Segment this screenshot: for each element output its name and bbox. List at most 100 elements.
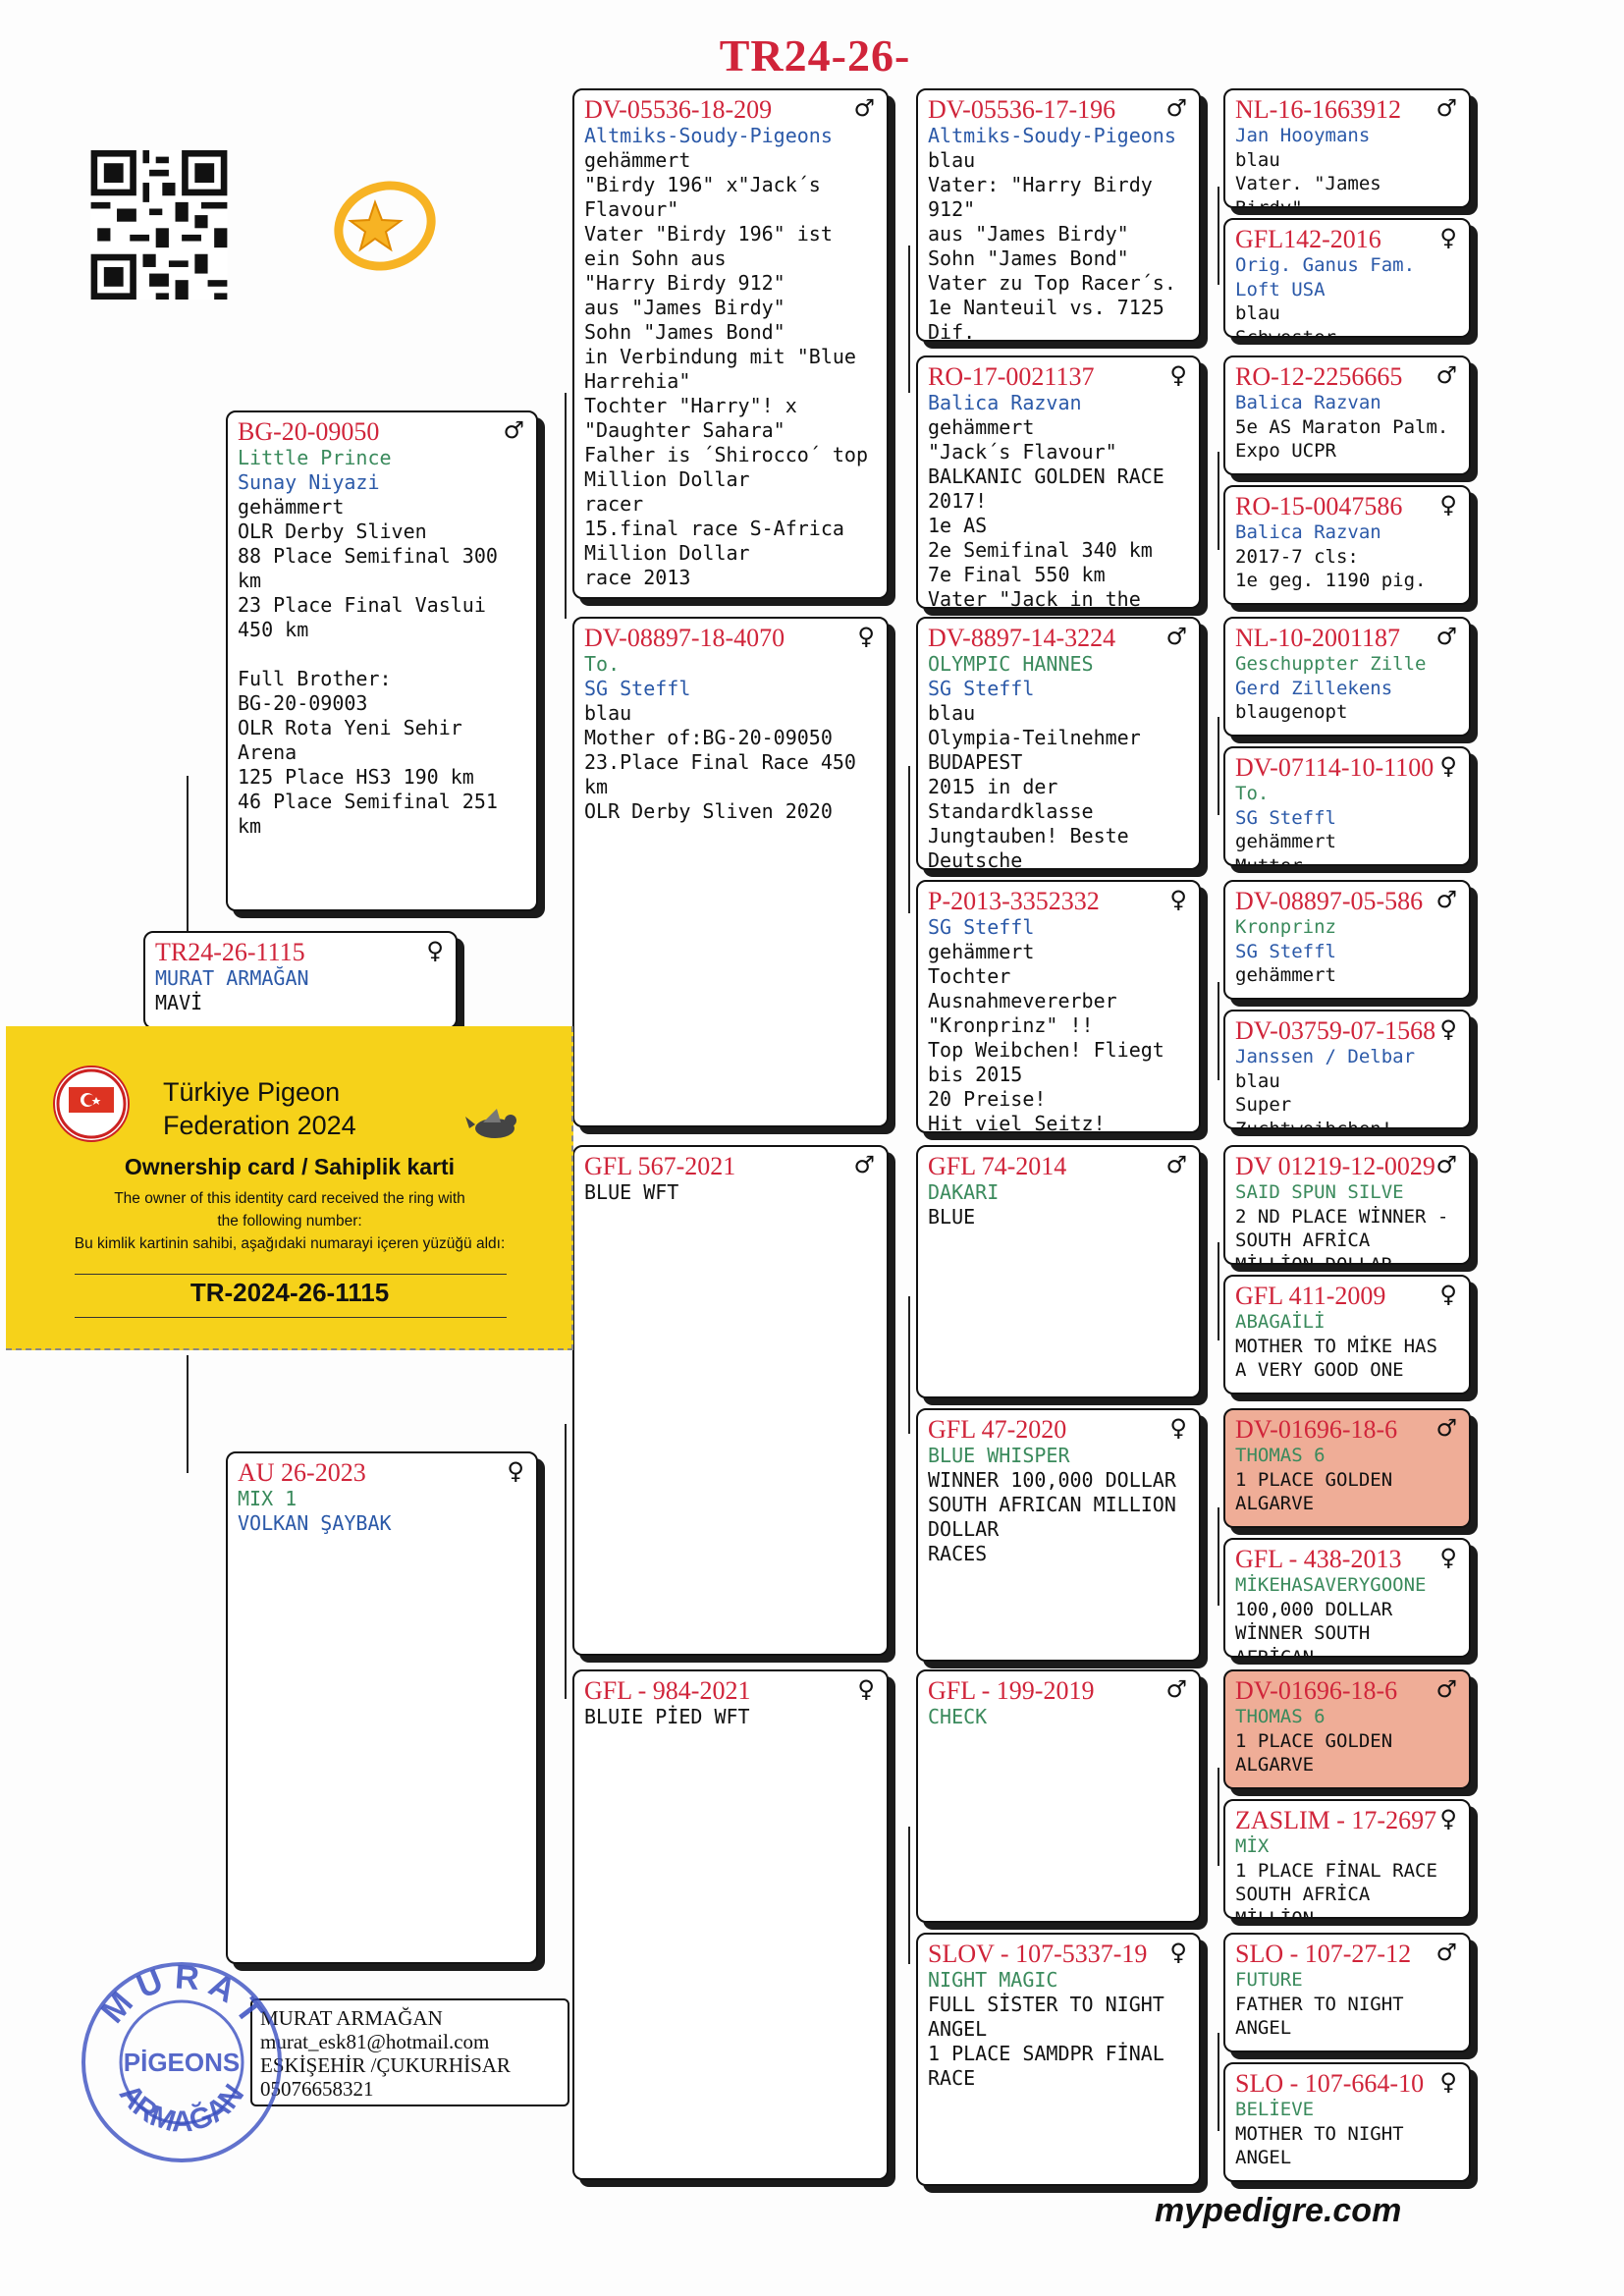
stamp-top-text: M U R A T	[94, 1959, 270, 2031]
pigeon-info-line: aus "James Birdy"	[928, 222, 1129, 246]
pigeon-info-line: To.	[1235, 783, 1270, 804]
female-symbol-icon: ♀	[1169, 1414, 1187, 1442]
pigeon-info-line: DAKARI	[928, 1180, 1000, 1204]
female-symbol-icon: ♀	[1439, 752, 1457, 780]
female-symbol-icon: ♀	[1439, 1805, 1457, 1832]
male-symbol-icon: ♂	[1165, 1675, 1187, 1703]
pigeon-info-line: 20 Preise!	[928, 1087, 1047, 1111]
pigeon-info-line: blau	[584, 701, 632, 725]
pigeon-info-line: CHECK	[928, 1705, 988, 1728]
pigeon-info-line: RACES	[928, 1542, 988, 1565]
pigeon-info-line: BALKANIC GOLDEN RACE	[928, 465, 1164, 488]
ring-number: GFL - 199-2019	[928, 1676, 1095, 1705]
pigeon-info-line: Sohn "James Bond"	[928, 246, 1129, 270]
ring-number: GFL 47-2020	[928, 1415, 1067, 1444]
owner-address: ESKİŞEHİR /ÇUKURHİSAR	[260, 2053, 511, 2077]
pigeon-info-line: 1e Nanteuil vs. 7125	[928, 296, 1164, 319]
female-symbol-icon: ♀	[426, 937, 444, 964]
ring-number: RO-17-0021137	[928, 362, 1095, 391]
pigeon-info-line: To.	[584, 652, 621, 676]
male-symbol-icon: ♂	[853, 94, 875, 122]
pigeon-info-line: MİX	[1235, 1835, 1270, 1857]
pigeon-info-line: SOUTH AFRICAN MILLION	[928, 1493, 1176, 1516]
pigeon-info-line: Schwester	[1235, 326, 1336, 338]
ring-number: ZASLIM - 17-2697	[1235, 1806, 1437, 1834]
male-symbol-icon: ♂	[1165, 94, 1187, 122]
pigeon-info-line: in Verbindung mit "Blue Harrehia"	[584, 345, 868, 393]
pigeon-info-line: Little Prince	[238, 446, 392, 469]
svg-text:M U R A T: M U R A T	[94, 1959, 270, 2031]
pigeon-info-line: Jan Hooymans	[1235, 125, 1371, 146]
federation-name-line2: Federation 2024	[163, 1111, 356, 1140]
pigeon-info-line: BLUIE PİED WFT	[584, 1705, 750, 1728]
male-symbol-icon: ♂	[1165, 1151, 1187, 1178]
pigeon-info-line: OLR Derby Sliven	[238, 519, 427, 543]
pigeon-info-line: "Kronprinz" !!	[928, 1013, 1094, 1037]
pigeon-info-line: NIGHT MAGIC	[928, 1968, 1058, 1992]
ring-number: RO-12-2256665	[1235, 362, 1403, 391]
card-title: Ownership card / Sahiplik karti	[124, 1154, 456, 1179]
female-symbol-icon: ♀	[1439, 1281, 1457, 1308]
federation-logo-icon	[53, 1066, 130, 1142]
pigeon-info-line: aus "James Birdy"	[584, 296, 785, 319]
female-symbol-icon: ♀	[1439, 224, 1457, 251]
female-symbol-icon: ♀	[1169, 1939, 1187, 1966]
pigeon-info-line: Vater. "James Birdy"	[1235, 173, 1393, 208]
pigeon-info-line: 1 PLACE GOLDEN	[1235, 1468, 1393, 1491]
pigeon-info-line: MİKEHASAVERYGOONE	[1235, 1574, 1427, 1596]
pigeon-info-line: SG Steffl	[1235, 940, 1336, 962]
pigeon-info-line: Balica Razvan	[1235, 521, 1381, 543]
female-symbol-icon: ♀	[1169, 361, 1187, 389]
ring-number: DV-03759-07-1568	[1235, 1016, 1436, 1045]
pigeon-info-line: 2017!	[928, 489, 988, 513]
pigeon-info-line: 1e AS	[928, 514, 988, 537]
pigeon-info-line: Vater "Jack in the Mac"	[928, 587, 1141, 609]
divider	[75, 1317, 507, 1318]
pigeon-info-line: "Harry Birdy 912"	[584, 271, 785, 295]
card-description: The owner of this identity card received…	[26, 1187, 554, 1255]
owner-phone: 05076658321	[260, 2077, 374, 2101]
pigeon-info-line: SG Steffl	[584, 677, 691, 700]
pigeon-info-line: OLR Rota Yeni Sehir Arena	[238, 716, 474, 764]
pigeon-info-line: Expo UCPR	[1235, 440, 1336, 462]
pigeon-info-line: 23 Place Final Vaslui 450 km	[238, 593, 498, 641]
ring-number: DV-05536-17-196	[928, 95, 1116, 124]
pigeon-info-line: bis 2015	[928, 1063, 1023, 1086]
ring-number: DV-8897-14-3224	[928, 624, 1116, 652]
female-symbol-icon: ♀	[1169, 886, 1187, 913]
pigeon-info-line: ABAGAİLİ	[1235, 1311, 1326, 1333]
pigeon-info-line: SG Steffl	[928, 677, 1035, 700]
pigeon-info-line: 2e Semifinal 340 km	[928, 538, 1153, 562]
pigeon-info-line: 1 PLACE SAMDPR FİNAL	[928, 2042, 1164, 2065]
pigeon-info-line: Vater "Birdy 196" ist ein Sohn aus	[584, 222, 844, 270]
female-symbol-icon: ♀	[1439, 1544, 1457, 1571]
male-symbol-icon: ♂	[1435, 361, 1457, 389]
ring-number: TR24-26-1115	[155, 938, 305, 966]
pigeon-info-line: THOMAS 6	[1235, 1445, 1326, 1466]
ring-number: SLOV - 107-5337-19	[928, 1940, 1148, 1968]
pigeon-info-line: 1 PLACE GOLDEN	[1235, 1729, 1393, 1752]
pigeon-info-line: ANGEL	[1235, 2147, 1292, 2168]
stamp-bottom-text: ARMAĞAN	[113, 2079, 250, 2139]
pigeon-info-line: 2015 in der	[928, 775, 1058, 798]
ring-number: GFL142-2016	[1235, 225, 1381, 253]
pigeon-info-line: 1e geg. 1190 pig.	[1235, 570, 1427, 591]
female-symbol-icon: ♀	[1439, 491, 1457, 519]
pigeon-info-line: Orig. Ganus Fam.	[1235, 254, 1416, 276]
star-icon	[334, 181, 436, 271]
pigeon-info-line: MAVİ	[155, 991, 203, 1014]
pigeon-info-line: Top Weibchen! Fliegt	[928, 1038, 1164, 1062]
pigeon-info-line: MOTHER TO NIGHT	[1235, 2122, 1404, 2145]
